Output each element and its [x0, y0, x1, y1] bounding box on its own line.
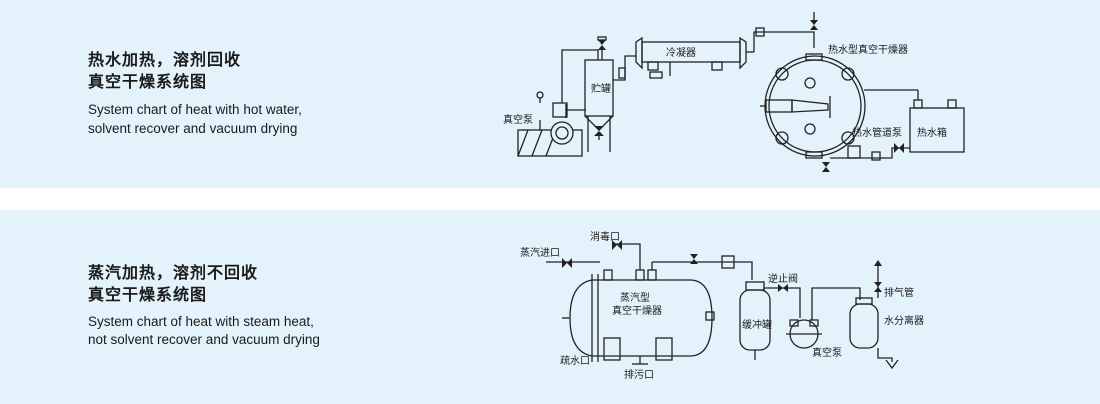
section1-title-line2: 真空干燥系统图 [88, 72, 208, 91]
diagram-steam-system: 蒸汽进口 消毒口 蒸汽型 真空干燥器 疏水口 排污口 [520, 230, 924, 381]
label-buffer-tank: 缓冲罐 [742, 318, 772, 331]
section2-subtitle-line1: System chart of heat with steam heat, [88, 314, 314, 329]
label-water-separator: 水分离器 [884, 314, 924, 327]
storage-tank [584, 36, 614, 152]
section2-title-line1: 蒸汽加热，溶剂不回收 [88, 263, 259, 282]
section1-title-line1: 热水加热，溶剂回收 [88, 50, 242, 69]
section-hot-water-panel [0, 0, 1100, 188]
hot-water-dryer [760, 53, 866, 172]
label-condenser: 冷凝器 [666, 46, 696, 59]
label-hot-water-pump: 热水管道泵 [852, 126, 902, 139]
label-vacuum-pump-1: 真空泵 [503, 113, 533, 126]
section1-subtitle-line2: solvent recover and vacuum drying [88, 121, 298, 136]
label-steam-inlet: 蒸汽进口 [520, 246, 560, 259]
section2-subtitle-line2: not solvent recover and vacuum drying [88, 332, 320, 347]
label-hot-water-dryer: 热水型真空干燥器 [828, 43, 908, 56]
label-vacuum-pump-2: 真空泵 [812, 346, 842, 359]
label-check-valve: 逆止阀 [768, 272, 798, 285]
steam-dryer [562, 262, 715, 365]
vacuum-pump-1 [517, 91, 586, 157]
label-steam-dryer-line2: 真空干燥器 [612, 304, 662, 317]
label-steam-dryer-line1: 蒸汽型 [620, 291, 650, 304]
condenser [635, 36, 754, 79]
label-drain-port: 疏水口 [560, 354, 590, 367]
label-exhaust-pipe: 排气管 [884, 286, 914, 299]
buffer-tank [739, 281, 771, 360]
diagram-hot-water-system: 真空泵 贮罐 [503, 12, 965, 172]
label-sewage-port: 排污口 [624, 368, 654, 381]
section1-subtitle-line1: System chart of heat with hot water, [88, 102, 302, 117]
label-storage-tank: 贮罐 [591, 82, 611, 95]
section2-title-line2: 真空干燥系统图 [88, 285, 208, 304]
section-steam-panel [0, 210, 1100, 404]
vacuum-pump-2 [786, 319, 822, 349]
hot-water-tank [909, 90, 965, 153]
water-separator [849, 260, 899, 370]
label-disinfect-port: 消毒口 [590, 230, 620, 243]
label-hot-water-tank: 热水箱 [917, 126, 947, 139]
